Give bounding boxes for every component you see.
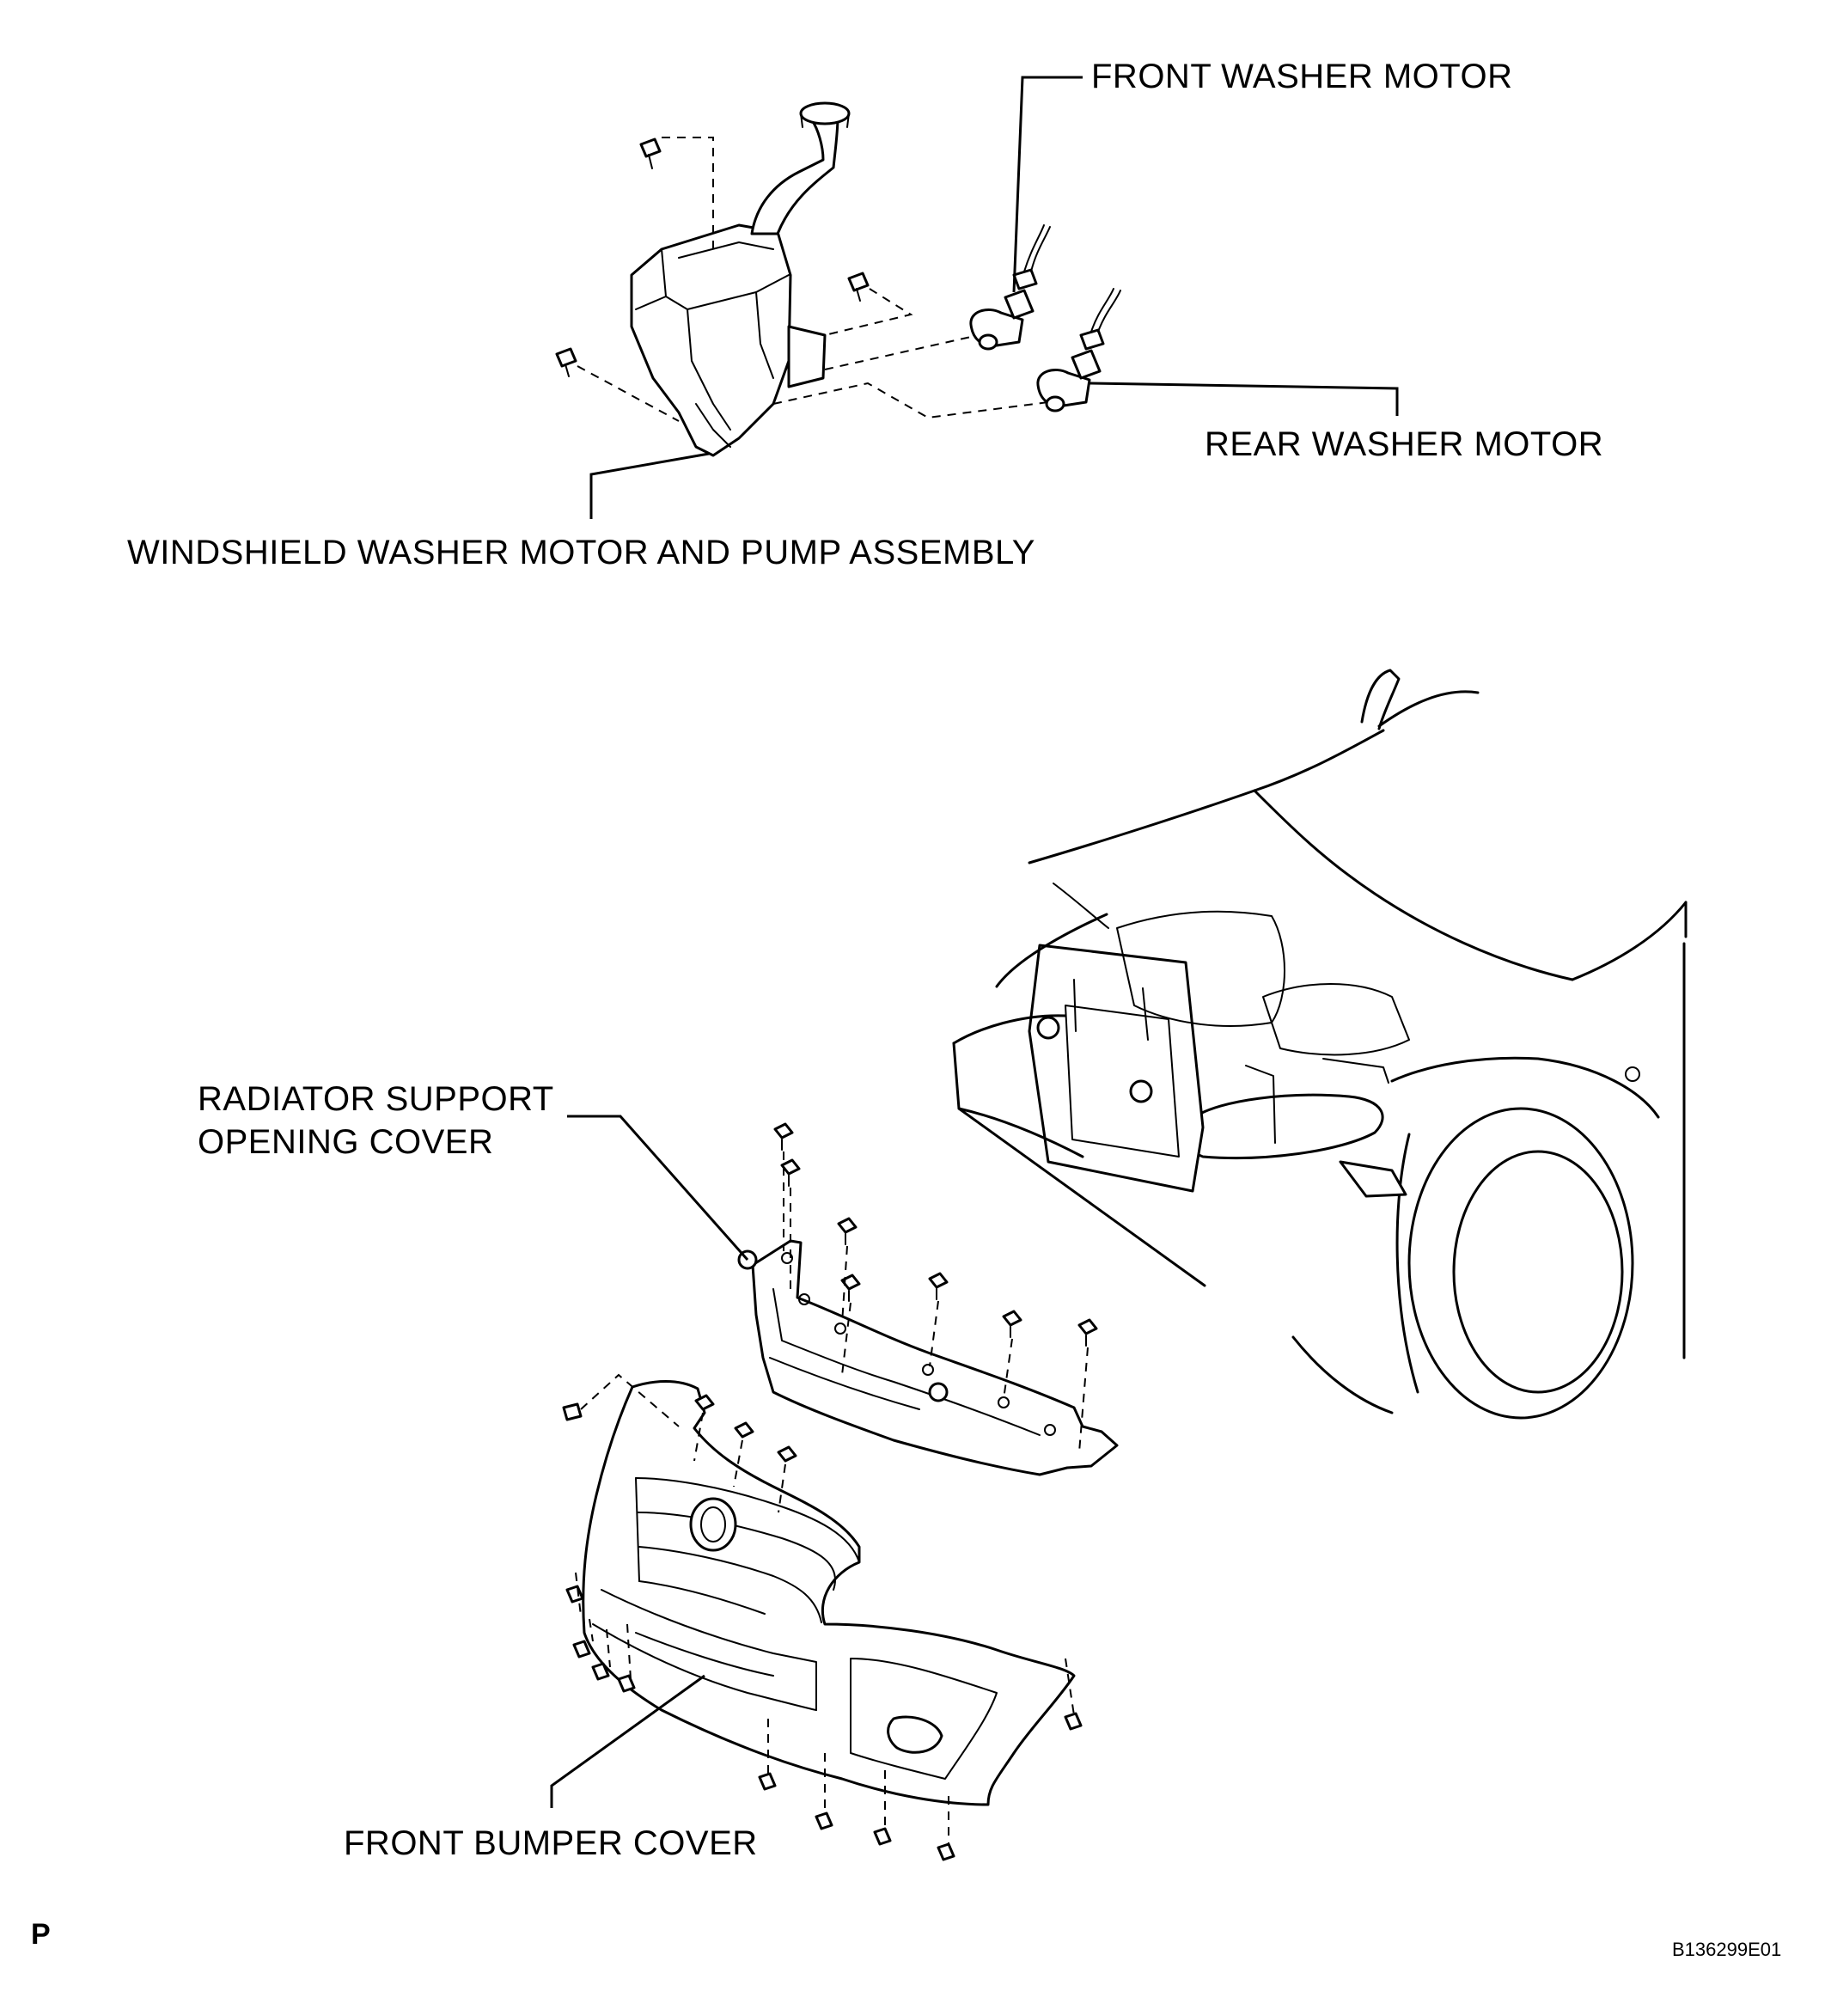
leader-front-bumper	[550, 1674, 705, 1808]
label-washer-assembly: WINDSHIELD WASHER MOTOR AND PUMP ASSEMBL…	[127, 534, 1035, 571]
corner-mark: P	[31, 1918, 51, 1951]
leader-rear-washer-motor	[1089, 382, 1399, 416]
leader-washer-assembly	[589, 452, 710, 519]
label-rear-washer-motor: REAR WASHER MOTOR	[1205, 425, 1604, 463]
leader-front-washer-motor	[1012, 76, 1083, 293]
washer-tank	[555, 101, 1049, 457]
radiator-cover-part	[737, 1122, 1119, 1476]
front-washer-motor-part	[969, 224, 1051, 351]
label-front-bumper-cover: FRONT BUMPER COVER	[344, 1824, 758, 1862]
rear-washer-motor-part	[1036, 288, 1121, 412]
label-front-washer-motor: FRONT WASHER MOTOR	[1091, 58, 1513, 95]
leader-radiator-cover	[567, 1115, 749, 1261]
front-bumper-part	[562, 1373, 1083, 1861]
vehicle-front-body	[952, 669, 1688, 1420]
label-radiator-support-opening-cover: RADIATOR SUPPORT OPENING COVER	[198, 1080, 554, 1161]
figure-code: B136299E01	[1672, 1939, 1782, 1960]
